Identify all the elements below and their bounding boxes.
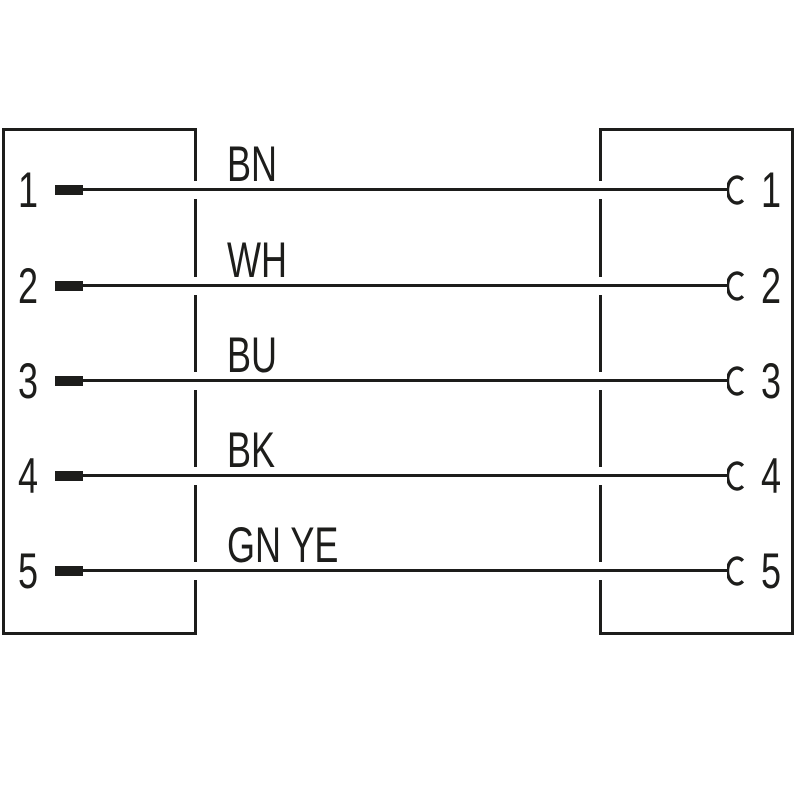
- left-pin-number: 3: [17, 353, 39, 409]
- right-pin-number: 1: [760, 162, 782, 218]
- left-pin-number: 2: [17, 258, 39, 314]
- socket-contact-icon: [727, 556, 745, 586]
- pin-terminal-icon: [55, 566, 83, 576]
- wire-line: [83, 379, 729, 382]
- left-pin-number: 4: [17, 448, 39, 504]
- right-pin-number: 4: [760, 448, 782, 504]
- wire-line: [83, 569, 729, 572]
- socket-contact-icon: [727, 366, 745, 396]
- right-pin-number: 3: [760, 353, 782, 409]
- socket-contact-icon: [727, 175, 745, 205]
- pin-terminal-icon: [55, 281, 83, 291]
- wire-line: [83, 474, 729, 477]
- wire-line: [83, 284, 729, 287]
- wire-color-label: GN YE: [227, 517, 339, 573]
- socket-contact-icon: [727, 461, 745, 491]
- wire-line: [83, 188, 729, 191]
- right-pin-number: 5: [760, 543, 782, 599]
- wire-color-label: BU: [227, 327, 278, 383]
- wire-color-label: BK: [227, 422, 276, 478]
- wire-color-label: WH: [227, 232, 287, 288]
- right-pin-number: 2: [760, 258, 782, 314]
- pin-terminal-icon: [55, 185, 83, 195]
- left-pin-number: 1: [17, 162, 39, 218]
- pin-terminal-icon: [55, 376, 83, 386]
- pin-terminal-icon: [55, 471, 83, 481]
- socket-contact-icon: [727, 271, 745, 301]
- left-pin-number: 5: [17, 543, 39, 599]
- wire-color-label: BN: [227, 136, 278, 192]
